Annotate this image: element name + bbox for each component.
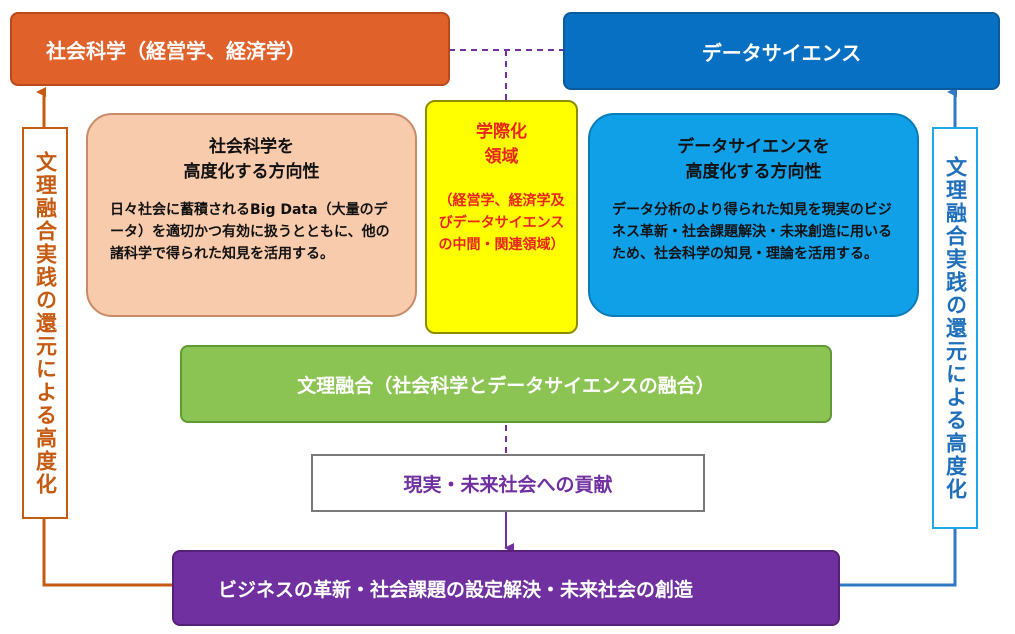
interdisciplinary-field-heading: 学際化 領域 xyxy=(476,122,527,167)
social-direction-card: 社会科学を 高度化する方向性 日々社会に蓄積されるBig Data（大量のデータ… xyxy=(86,113,417,317)
social-direction-heading: 社会科学を 高度化する方向性 xyxy=(183,137,320,182)
social-direction-body: 日々社会に蓄積されるBig Data（大量のデータ）を適切かつ有効に扱うとともに… xyxy=(110,202,390,262)
contribution-box: 現実・未来社会への貢献 xyxy=(311,454,705,512)
social-science-label: 社会科学（経営学、経済学） xyxy=(46,38,306,63)
left-practice-box: 文理融合実践の還元による高度化 xyxy=(22,127,68,519)
data-direction-heading: データサイエンスを 高度化する方向性 xyxy=(677,137,830,182)
fusion-box: 文理融合（社会科学とデータサイエンスの融合） xyxy=(180,345,832,423)
interdisciplinary-field-body: （経営学、経済学及びデータサイエンスの中間・関連領域） xyxy=(438,193,565,253)
outcome-box: ビジネスの革新・社会課題の設定解決・未来社会の創造 xyxy=(172,550,840,626)
outcome-label: ビジネスの革新・社会課題の設定解決・未来社会の創造 xyxy=(218,578,694,601)
right-practice-box: 文理融合実践の還元による高度化 xyxy=(932,127,978,529)
left-practice-label: 文理融合実践の還元による高度化 xyxy=(33,150,58,496)
interdisciplinary-field-box: 学際化 領域 （経営学、経済学及びデータサイエンスの中間・関連領域） xyxy=(425,100,578,334)
contribution-label: 現実・未来社会への貢献 xyxy=(403,473,613,496)
data-science-box: データサイエンス xyxy=(563,12,1000,90)
data-direction-card: データサイエンスを 高度化する方向性 データ分析のより得られた知見を現実のビジネ… xyxy=(588,113,919,317)
data-direction-body: データ分析のより得られた知見を現実のビジネス革新・社会課題解決・未来創造に用いる… xyxy=(612,202,892,262)
data-science-label: データサイエンス xyxy=(701,40,862,65)
fusion-label: 文理融合（社会科学とデータサイエンスの融合） xyxy=(297,374,715,397)
social-science-box: 社会科学（経営学、経済学） xyxy=(10,12,450,86)
right-practice-label: 文理融合実践の還元による高度化 xyxy=(943,155,968,501)
